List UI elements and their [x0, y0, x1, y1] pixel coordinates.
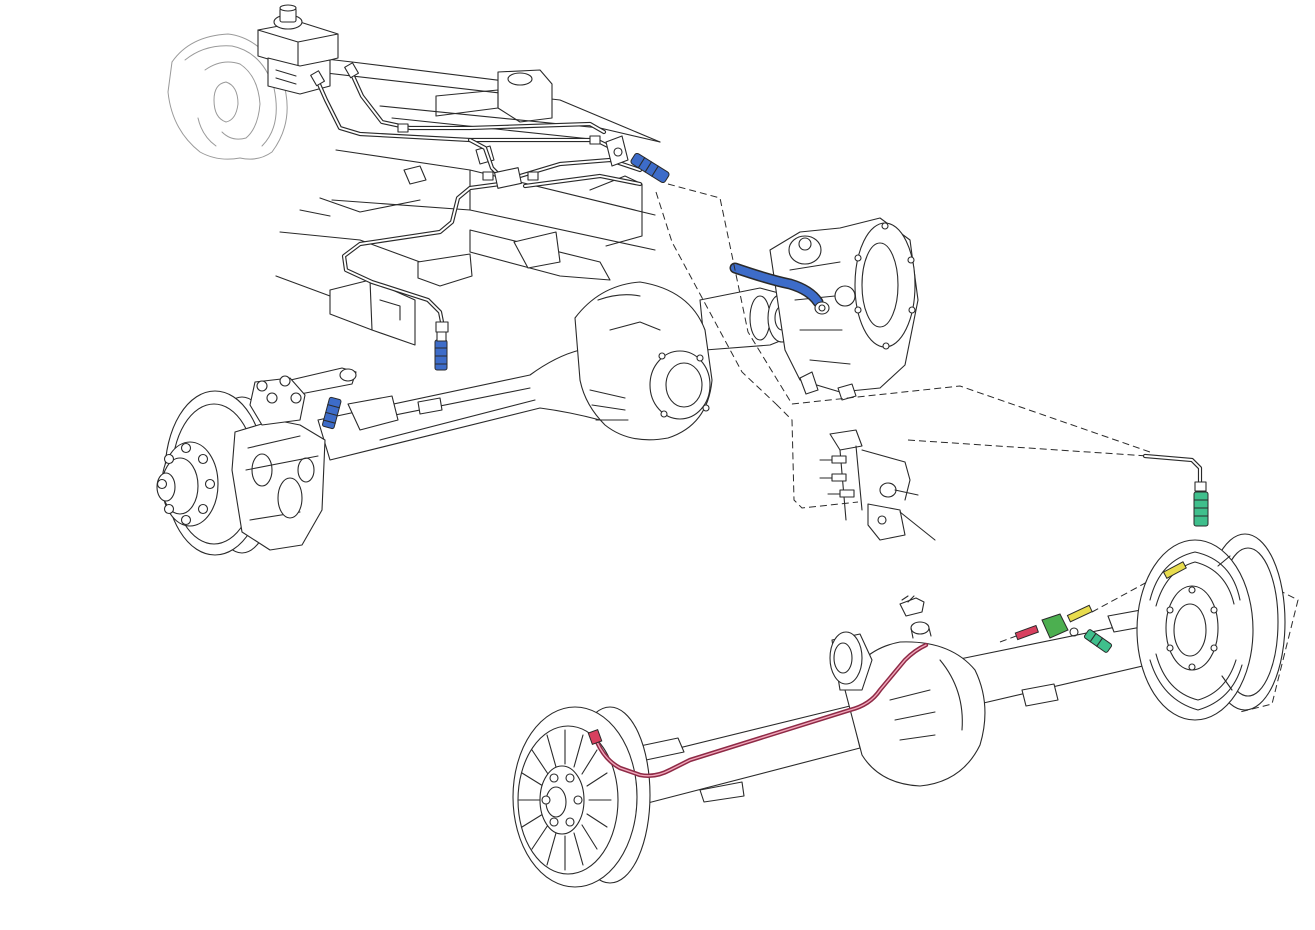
- wheel-stud: [565, 817, 575, 827]
- master-cylinder: [257, 4, 339, 95]
- rear-axle: [629, 607, 1161, 806]
- rear-tee-block: [1041, 613, 1069, 639]
- front-left-brake-hose: [434, 331, 448, 371]
- caliper-hose-fitting: [322, 396, 342, 430]
- wheel-stud: [197, 503, 209, 515]
- wheel-stud: [163, 453, 175, 465]
- rear-right-brake-drum: [1136, 533, 1286, 721]
- tube-nut: [1194, 481, 1207, 492]
- steering-knuckle: [231, 419, 326, 551]
- front-brake-hoses: [322, 152, 830, 430]
- flange-bolt: [1210, 606, 1218, 614]
- wheel-cylinder-fitting: [587, 729, 603, 745]
- tube-nut: [589, 135, 601, 145]
- tube-nut: [527, 171, 539, 181]
- frame-gusset: [417, 253, 473, 287]
- junction-block: [494, 167, 522, 189]
- flange-bolt: [1188, 586, 1196, 594]
- line-sleeve: [910, 621, 930, 635]
- line-fitting: [831, 455, 847, 464]
- line-fitting: [839, 489, 855, 498]
- wheel-stud: [197, 453, 209, 465]
- master-cylinder-body: [267, 57, 331, 95]
- wheel-stud: [549, 773, 559, 783]
- mount-hole: [507, 72, 533, 86]
- drum-cooling-fins: [518, 729, 612, 871]
- axle-bracket: [417, 397, 443, 415]
- chassis-frame: [275, 55, 661, 346]
- rear-line-fittings: [899, 561, 1187, 653]
- rear-tee-flex-hose: [1083, 629, 1113, 653]
- tube-nut: [310, 70, 326, 87]
- spring-pad: [1021, 683, 1059, 707]
- front-brake-lines: [310, 62, 643, 333]
- frame-gusset: [513, 231, 561, 269]
- flange-bolt: [1210, 644, 1218, 652]
- pinion-yoke: [829, 631, 863, 685]
- brake-shoes: [1149, 551, 1243, 711]
- spring-pad: [699, 781, 745, 803]
- output-nut: [798, 237, 812, 251]
- junction-fitting: [879, 482, 897, 498]
- wheel-stud: [156, 478, 168, 490]
- tube-nut: [435, 321, 449, 333]
- red-line-fitting: [1014, 624, 1040, 641]
- transfer-case: [769, 217, 919, 401]
- tube-nut: [397, 123, 409, 133]
- kingpin-bolt: [279, 375, 291, 387]
- wheel-stud: [204, 478, 216, 490]
- line-clip: [899, 597, 925, 617]
- wheel-stud: [163, 503, 175, 515]
- flange-bolt: [1166, 606, 1174, 614]
- wheel-stud: [180, 514, 192, 526]
- tube-nut: [344, 62, 360, 79]
- axle-bracket: [347, 395, 399, 431]
- rear-axle-brake-line: [587, 642, 929, 779]
- wheel-stud: [573, 795, 583, 805]
- wheel-stud: [541, 795, 551, 805]
- sealing-washer: [1069, 627, 1079, 637]
- rear-line-bracket: [819, 429, 936, 541]
- caliper-opening: [277, 477, 303, 519]
- yellow-line-fitting: [1162, 561, 1187, 579]
- flange-bolt: [1166, 644, 1174, 652]
- hose-banjo-ring: [814, 301, 830, 315]
- upper-hose-fitting: [630, 152, 670, 184]
- tube-nut: [482, 171, 494, 181]
- yellow-line-fitting: [1066, 604, 1093, 623]
- kingpin-bolt: [266, 392, 278, 404]
- kingpin-bolt: [290, 392, 302, 404]
- front-left-disc-brake: [156, 375, 326, 556]
- rear-flex-hose: [1193, 491, 1209, 527]
- wheel-stud: [549, 817, 559, 827]
- wheel-stud: [180, 442, 192, 454]
- rear-differential-housing: [844, 641, 986, 787]
- transfer-case-cover: [854, 222, 916, 348]
- wheel-stud: [565, 773, 575, 783]
- rear-right-feed-line: [1142, 453, 1209, 527]
- kingpin-bolt: [256, 380, 268, 392]
- line-fitting: [831, 473, 847, 482]
- wheel-hub: [539, 765, 585, 835]
- flange-bolt: [1188, 663, 1196, 671]
- rear-left-brake-drum: [512, 706, 651, 888]
